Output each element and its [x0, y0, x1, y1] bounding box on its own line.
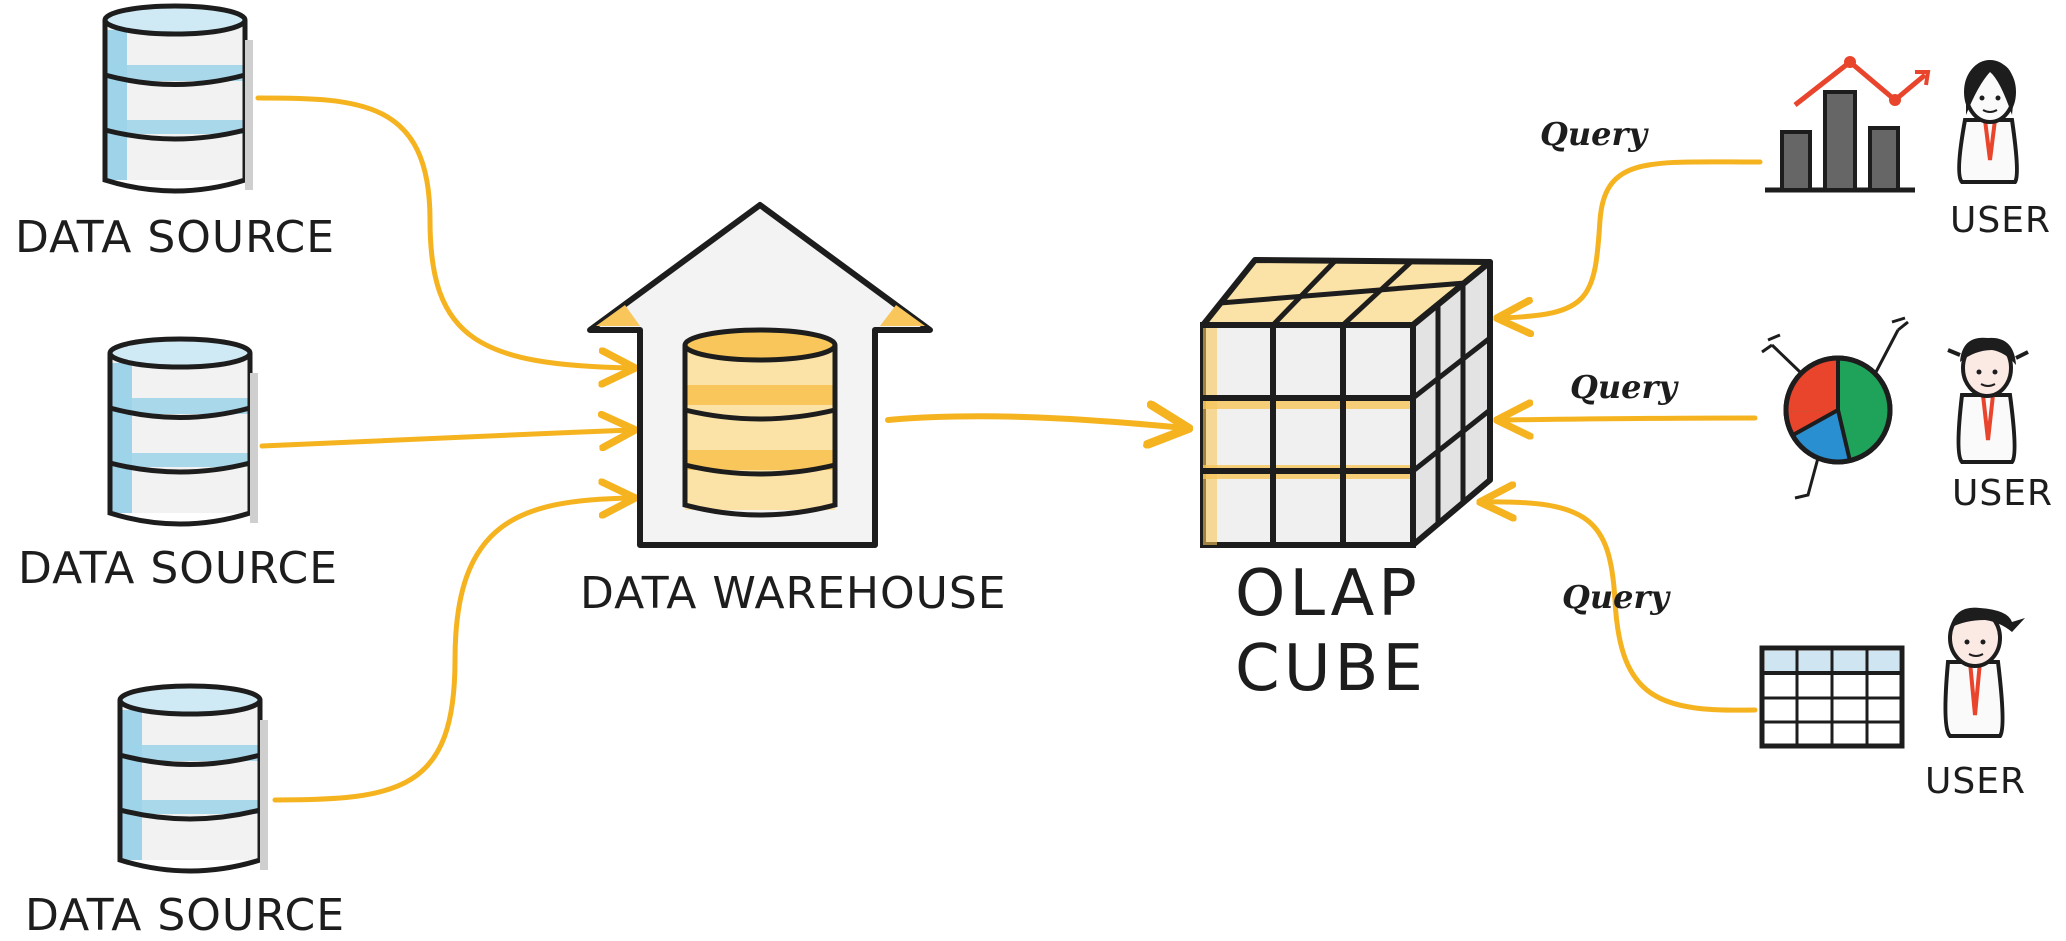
- pie-chart-icon: [1761, 316, 1909, 500]
- data-source-label: DATA SOURCE: [25, 890, 345, 941]
- arrow-source3-to-warehouse: [272, 498, 632, 803]
- olap-cube: OLAP CUBE: [1200, 257, 1493, 706]
- user-2: USER: [1947, 337, 2053, 514]
- query-arrow-user3: [1483, 502, 1758, 713]
- data-source-1: DATA SOURCE: [15, 6, 335, 263]
- table-icon: [1759, 645, 1905, 749]
- arrow-warehouse-to-cube: [885, 416, 1185, 428]
- arrow-source1-to-warehouse: [255, 95, 632, 368]
- warehouse-database-icon: [682, 327, 838, 518]
- user-label: USER: [1950, 200, 2051, 241]
- arrow-source2-to-warehouse: [259, 430, 632, 446]
- query-label-2: Query: [1570, 368, 1679, 406]
- query-arrows: [1483, 159, 1763, 713]
- query-arrow-user1: [1500, 159, 1763, 318]
- data-source-2: DATA SOURCE: [18, 339, 338, 594]
- warehouse-label: DATA WAREHOUSE: [580, 568, 1007, 619]
- user-3: USER: [1925, 607, 2026, 802]
- data-source-label: DATA SOURCE: [18, 543, 338, 594]
- user-label: USER: [1952, 473, 2053, 514]
- database-icon: [105, 6, 253, 191]
- query-label-1: Query: [1540, 115, 1649, 153]
- database-icon: [110, 339, 258, 524]
- user-1: USER: [1950, 60, 2051, 241]
- query-label-3: Query: [1562, 578, 1671, 616]
- bar-chart-icon: [1765, 56, 1931, 193]
- data-warehouse: DATA WAREHOUSE: [580, 202, 1007, 619]
- person-icon: [1957, 60, 2019, 184]
- person-icon: [1943, 607, 2025, 738]
- database-icon: [120, 686, 268, 871]
- query-arrow-user2: [1500, 418, 1758, 420]
- cube-label: CUBE: [1235, 632, 1427, 706]
- ingest-arrows: [255, 95, 632, 803]
- data-source-3: DATA SOURCE: [25, 686, 345, 941]
- olap-label: OLAP: [1235, 557, 1421, 631]
- data-source-label: DATA SOURCE: [15, 212, 335, 263]
- user-label: USER: [1925, 761, 2026, 802]
- person-icon: [1947, 337, 2029, 464]
